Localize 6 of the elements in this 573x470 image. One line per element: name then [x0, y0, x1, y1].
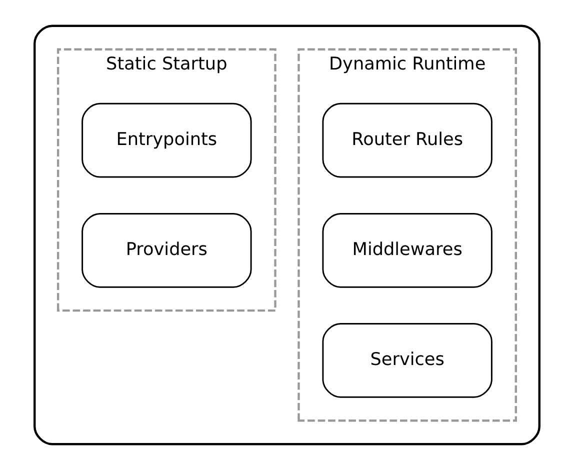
node-box: Providers — [81, 213, 252, 288]
node-box: Router Rules — [322, 102, 492, 178]
cluster — [33, 24, 540, 446]
node-box: Entrypoints — [81, 102, 252, 178]
node-box: Middlewares — [322, 213, 492, 288]
node-box: Services — [322, 323, 492, 398]
